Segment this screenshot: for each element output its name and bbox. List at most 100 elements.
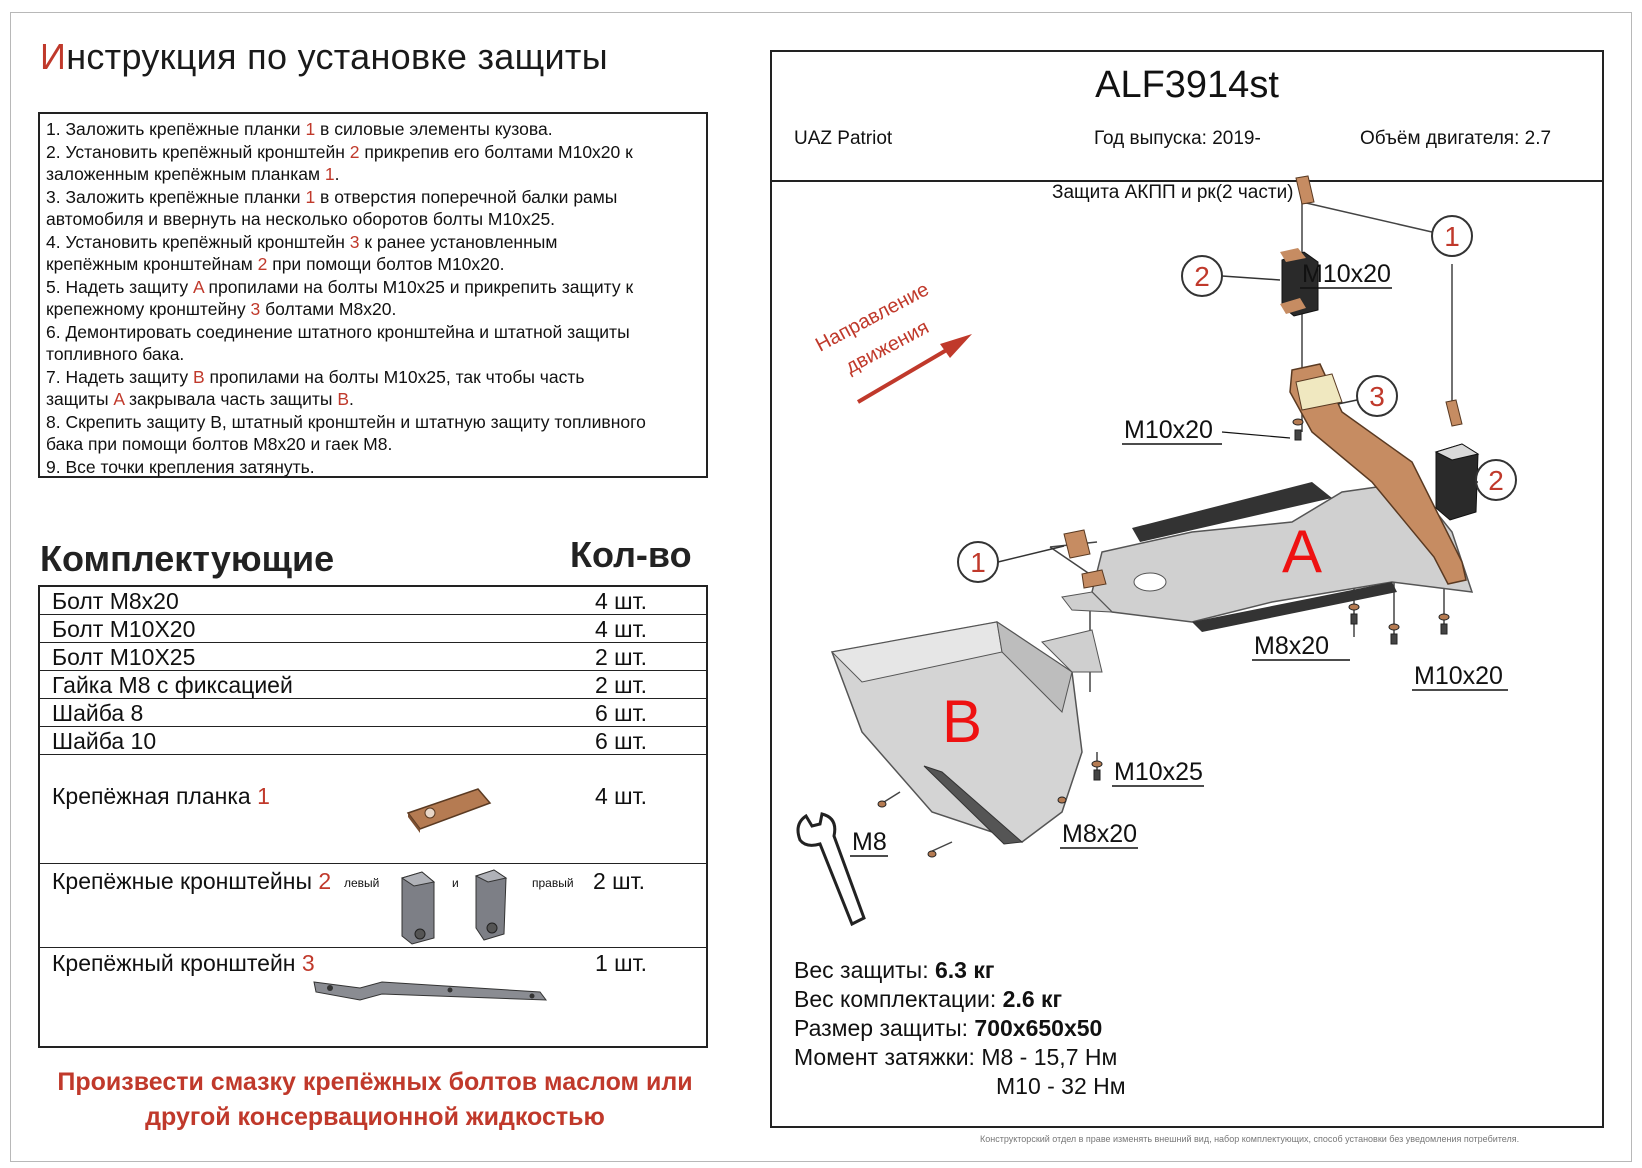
instruction-ref: 3 xyxy=(250,299,261,319)
instruction-text: 3. Заложить крепёжные планки xyxy=(46,186,306,207)
right-bracket-image xyxy=(474,869,508,941)
wrench-icon xyxy=(796,812,866,927)
instruction-text: бака при помощи болтов M8x20 и гаек M8. xyxy=(46,434,393,454)
instruction-line: крепежному кронштейну 3 болтами M8x20. xyxy=(46,298,700,321)
part-name: Болт M10X25 xyxy=(52,644,196,670)
instruction-text: болтами M8x20. xyxy=(260,299,397,319)
part-name: Крепёжные кронштейны xyxy=(52,868,319,894)
mounting-plate-image xyxy=(406,788,492,833)
engine-volume: Объём двигателя: 2.7 xyxy=(1360,128,1552,149)
part-qty: 2 шт. xyxy=(595,672,648,698)
callout-3 xyxy=(1356,375,1398,417)
part-qty: 6 шт. xyxy=(595,728,648,754)
instruction-ref: 1 xyxy=(324,164,335,184)
table-row: Болт M10X20 4 шт. xyxy=(40,615,706,643)
instruction-ref: 3 xyxy=(349,231,360,252)
label-m10x20-right: M10x20 xyxy=(1414,662,1503,690)
product-code: ALF3914st xyxy=(1095,64,1279,106)
table-row: Болт M10X25 2 шт. xyxy=(40,643,706,671)
instruction-text: 2. Установить крепёжный кронштейн xyxy=(46,141,350,162)
part-qty: 6 шт. xyxy=(595,700,648,726)
instruction-text: . xyxy=(349,389,354,409)
page-frame xyxy=(10,12,1632,1162)
instruction-text: 1. Заложить крепёжные планки xyxy=(46,119,306,139)
footer-disclaimer: Конструкторский отдел в праве изменять в… xyxy=(980,1134,1520,1144)
fastener-labels: M10x20 M10x20 M8x20 M10x20 M10x25 M8x20 … xyxy=(850,260,1508,857)
direction-arrow xyxy=(856,346,952,404)
instruction-text: заложенным крепёжным планкам xyxy=(46,164,325,184)
components-heading: Комплектующие xyxy=(40,538,335,579)
exploded-diagram: Направление движения B xyxy=(796,175,1517,927)
callout-1-top xyxy=(1431,215,1473,257)
instruction-line: крепёжным кронштейнам 2 при помощи болто… xyxy=(46,253,700,276)
label-m10x20-left: M10x20 xyxy=(1124,416,1213,444)
direction-indicator: Направление движения xyxy=(812,278,972,404)
part-a-label: A xyxy=(1282,518,1322,585)
protection-stats: Вес защиты: 6.3 кг Вес комплектации: 2.6… xyxy=(794,956,1126,1101)
table-row: Шайба 8 6 шт. xyxy=(40,699,706,727)
instruction-line: 1. Заложить крепёжные планки 1 в силовые… xyxy=(46,118,700,141)
part-name: Крепёжная планка xyxy=(52,783,258,809)
instruction-ref: A xyxy=(113,389,125,409)
callout-leaders xyxy=(997,275,1478,563)
mounting-plates-1 xyxy=(1063,175,1463,589)
part-qty: 4 шт. xyxy=(595,588,648,614)
part-qty: 4 шт. xyxy=(595,783,648,809)
parts-table: Болт M8x20 4 шт. Болт M10X20 4 шт. Болт … xyxy=(38,585,708,1048)
protection-plate-b: B xyxy=(830,620,1103,845)
weight-value: 6.3 кг xyxy=(934,957,995,983)
label-m10x25: M10x25 xyxy=(1114,758,1203,786)
diagram-subtitle: Защита АКПП и рк(2 части) xyxy=(1052,182,1294,203)
instruction-line: защиты A закрывала часть защиты B. xyxy=(46,388,700,411)
part-name: Шайба 10 xyxy=(52,728,157,754)
weight-label: Вес защиты: xyxy=(794,957,935,983)
part-name: Гайка M8 с фиксацией xyxy=(52,672,293,698)
instructions-box: 1. Заложить крепёжные планки 1 в силовые… xyxy=(38,112,708,478)
quantity-heading: Кол-во xyxy=(570,534,692,575)
instruction-text: закрывала часть защиты xyxy=(124,389,338,409)
instruction-line: топливного бака. xyxy=(46,343,700,366)
bracket-3-image xyxy=(313,981,548,1001)
instruction-ref: 1 xyxy=(305,186,316,207)
instruction-text: 9. Все точки крепления затянуть. xyxy=(46,456,315,477)
label-m10x20-top: M10x20 xyxy=(1302,260,1391,288)
table-row: Болт M8x20 4 шт. xyxy=(40,587,706,615)
instruction-text: крепежному кронштейну xyxy=(46,299,251,319)
svg-text:1: 1 xyxy=(970,547,986,578)
vehicle-model: UAZ Patriot xyxy=(794,128,893,149)
product-header: ALF3914st UAZ Patriot Год выпуска: 2019-… xyxy=(772,52,1602,182)
instruction-ref: B xyxy=(192,366,205,387)
instruction-text: 4. Установить крепёжный кронштейн xyxy=(46,231,350,252)
instruction-text: защиты xyxy=(46,389,114,409)
model-year: Год выпуска: 2019- xyxy=(1094,128,1261,149)
instruction-text: 5. Надеть защиту xyxy=(46,276,193,297)
label-m8x20-bottom: M8x20 xyxy=(1062,820,1137,848)
instruction-text: в силовые элементы кузова. xyxy=(315,119,553,139)
instruction-line: заложенным крепёжным планкам 1. xyxy=(46,163,700,186)
instruction-line: 2. Установить крепёжный кронштейн 2 прик… xyxy=(46,141,700,164)
svg-text:3: 3 xyxy=(1369,381,1385,412)
instruction-text: 6. Демонтировать соединение штатного кро… xyxy=(46,321,630,342)
svg-text:2: 2 xyxy=(1194,261,1210,292)
part-qty: 2 шт. xyxy=(595,644,648,670)
instruction-text: к ранее установленным xyxy=(359,231,558,252)
instruction-text: пропилами на болты M10x25 и прикрепить з… xyxy=(203,276,634,297)
part-name: Болт M10X20 xyxy=(52,616,196,642)
part-b-label: B xyxy=(942,688,982,755)
svg-text:1: 1 xyxy=(1444,221,1460,252)
instruction-line: 7. Надеть защиту B пропилами на болты M1… xyxy=(46,366,700,389)
torque-m10: M10 - 32 Нм xyxy=(996,1073,1126,1099)
left-bracket-image xyxy=(400,871,436,945)
arrow-head-icon xyxy=(940,334,972,358)
left-label: левый xyxy=(344,876,380,890)
part-number: 3 xyxy=(301,950,315,976)
bolts xyxy=(877,418,1450,858)
part-name: Болт M8x20 xyxy=(52,588,179,614)
instruction-text: в отверстия поперечной балки рамы xyxy=(315,186,618,207)
instruction-line: автомобиля и ввернуть на несколько оборо… xyxy=(46,208,700,231)
callouts: 1 2 3 2 1 xyxy=(957,215,1517,583)
instruction-text: . xyxy=(334,164,340,184)
table-row: Гайка M8 с фиксацией 2 шт. xyxy=(40,671,706,699)
instruction-text: 8. Скрепить защиту B, штатный кронштейн … xyxy=(46,411,646,432)
instruction-line: 9. Все точки крепления затянуть. xyxy=(46,456,700,479)
